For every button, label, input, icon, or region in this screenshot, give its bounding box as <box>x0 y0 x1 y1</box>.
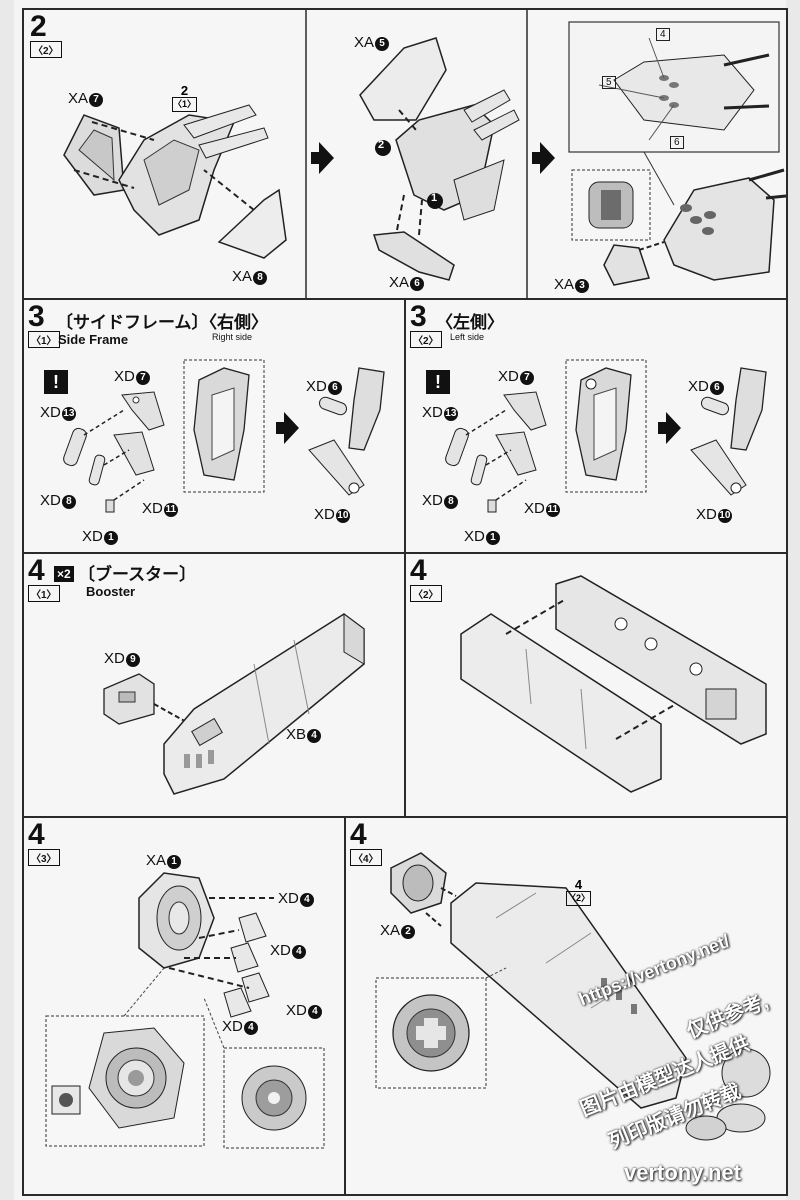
step-4-3-illustration <box>45 872 325 1149</box>
step-4-1-illustration <box>103 613 365 795</box>
step-3-1-panel: 3 〈1〉 〔サイドフレーム〕〈右側〉 Side Frame Right sid… <box>22 298 406 554</box>
step-2-illustration <box>63 10 786 298</box>
step-4-3-panel: 4 〈3〉 <box>22 816 346 1196</box>
side-label: Left side <box>450 332 485 342</box>
ref-step-4-2: 4〈2〉 <box>566 878 592 906</box>
step-number: 4 〈1〉 <box>28 556 60 603</box>
step-4-2-panel: 4 〈2〉 <box>404 552 788 818</box>
step-number: 3 〈1〉 <box>28 302 60 349</box>
step-4-4-panel: 4 〈4〉 X <box>344 816 788 1196</box>
order-marker-1: 1 <box>431 192 438 204</box>
step-title-en: Booster <box>86 584 136 599</box>
step-4-4-illustration <box>375 852 771 1141</box>
warning-icon: ! <box>44 370 68 394</box>
watermark-site: vertony.net <box>624 1160 741 1185</box>
step-2-panel: 2 〈2〉 <box>22 8 788 300</box>
step-number: 3 〈2〉 <box>410 302 442 349</box>
sticker-4: 4 <box>656 28 670 41</box>
step-number: 4 〈2〉 <box>410 556 442 603</box>
step-3-1-illustration <box>63 359 385 513</box>
multiplier-badge: ×2 <box>54 566 74 582</box>
order-marker-2: 2 <box>378 139 385 151</box>
step-number: 4 〈3〉 <box>28 820 60 867</box>
warning-icon: ! <box>426 370 450 394</box>
instruction-sheet: 2 〈2〉 <box>14 0 788 1200</box>
sticker-6: 6 <box>670 136 684 149</box>
sticker-5: 5 <box>602 76 616 89</box>
step-title-jp: 〔サイドフレーム〕〈右側〉 <box>56 313 268 332</box>
step-title-jp: 〈左側〉 <box>436 313 504 332</box>
ref-step-2-1: 2〈1〉 <box>172 84 198 112</box>
step-number: 4 〈4〉 <box>350 820 382 867</box>
step-title-jp: 〔ブースター〕 <box>78 565 197 584</box>
step-number: 2 〈2〉 <box>30 12 62 59</box>
side-label: Right side <box>212 332 253 342</box>
step-3-2-illustration <box>445 359 767 513</box>
step-title-en: Side Frame <box>58 332 129 347</box>
step-4-2-illustration <box>460 575 767 793</box>
